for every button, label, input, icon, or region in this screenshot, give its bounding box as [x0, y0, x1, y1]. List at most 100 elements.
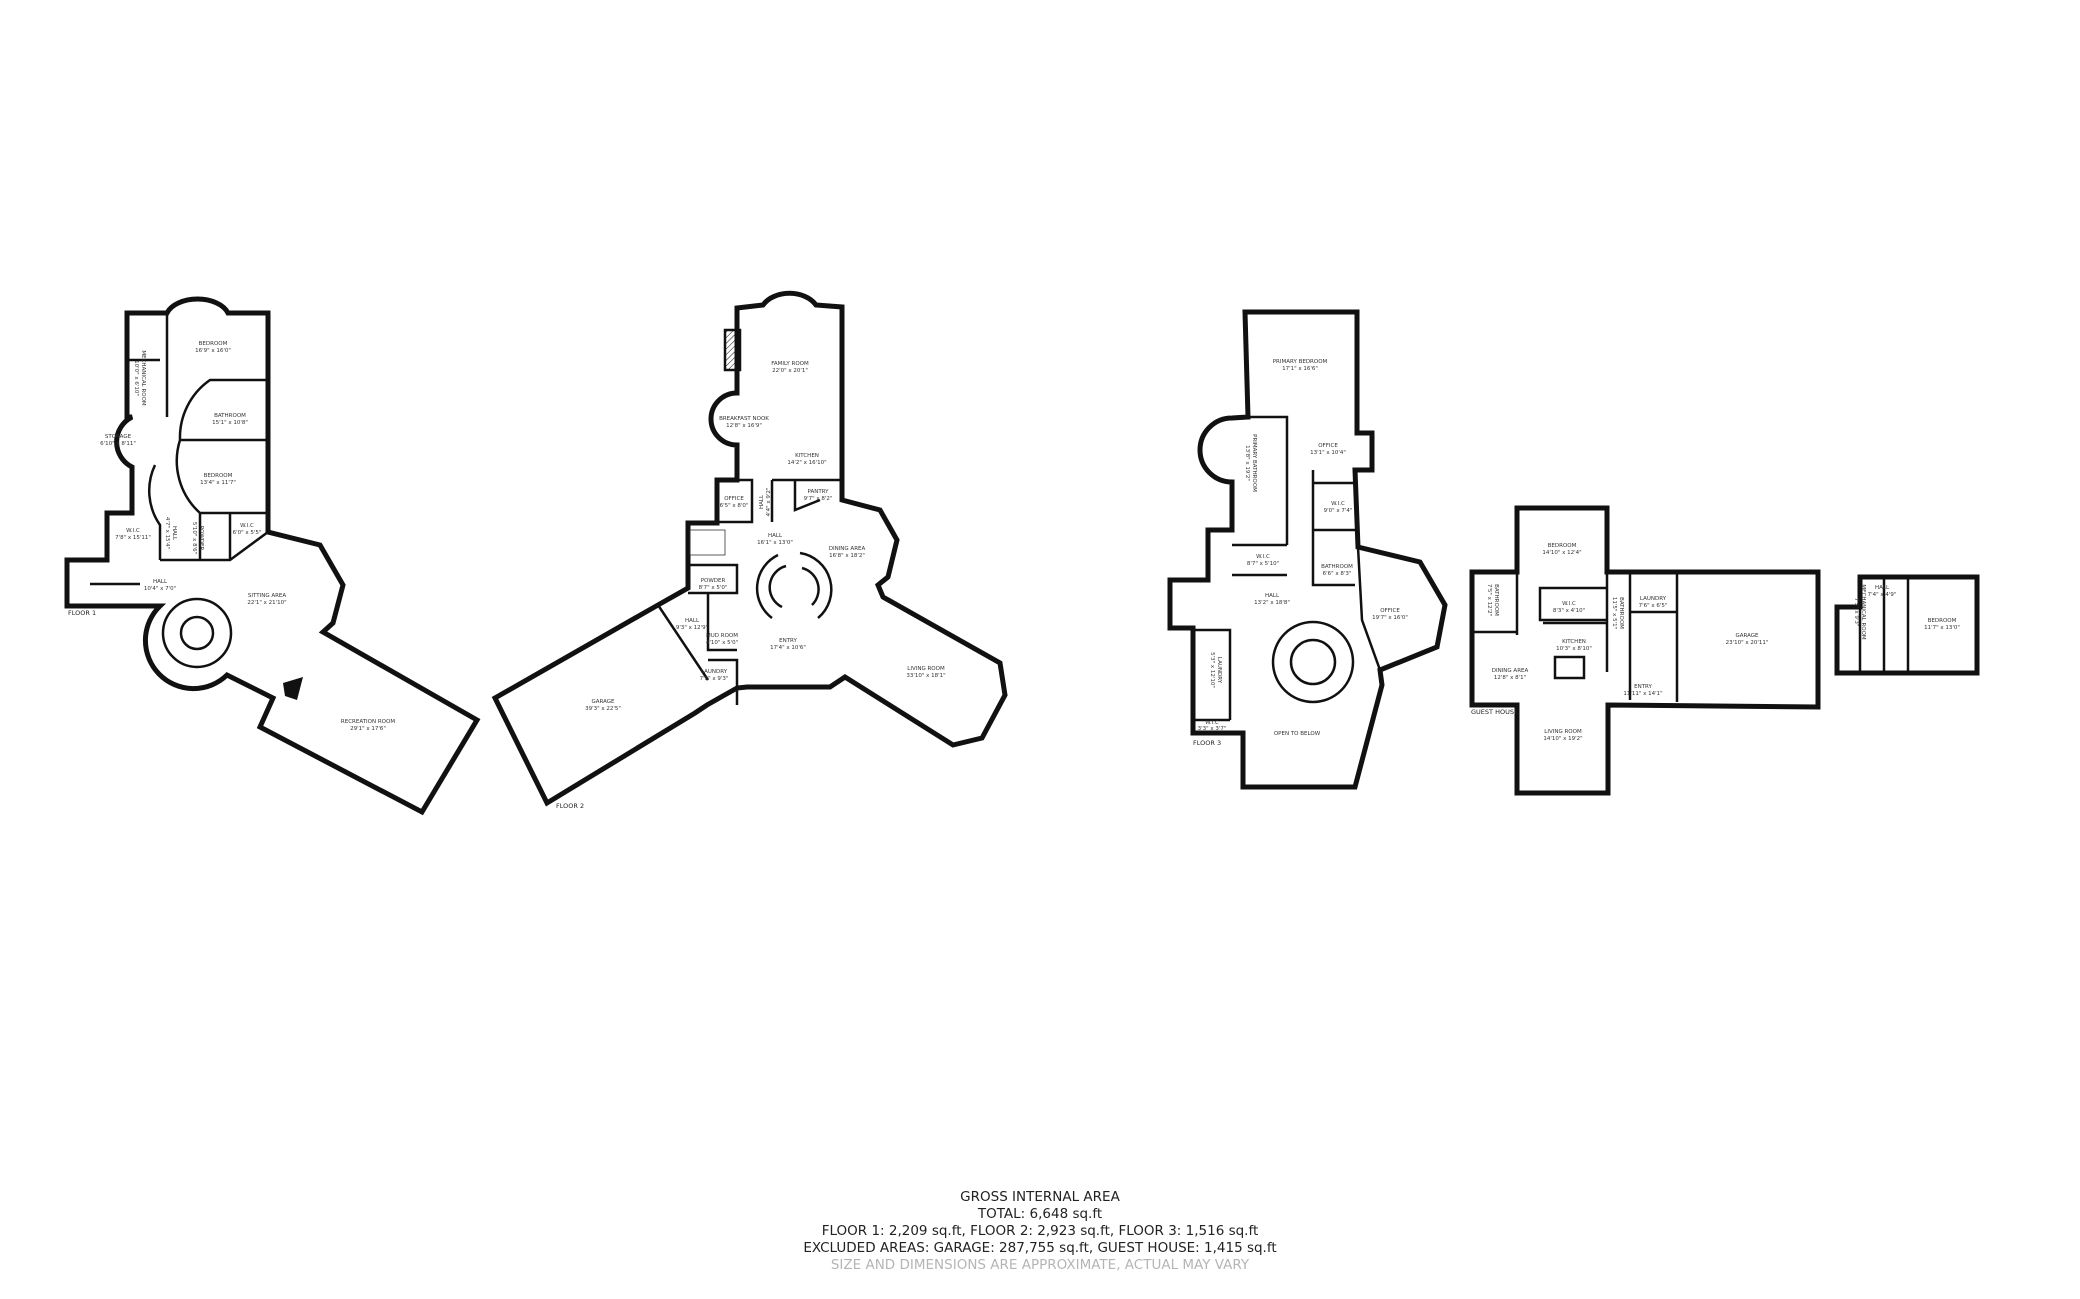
- room-dims: 6'6" x 8'3": [1323, 571, 1352, 577]
- room-name: W.I.C: [1562, 601, 1576, 607]
- room-name: ENTRY: [1634, 684, 1652, 690]
- room-dims: 7'4" x 4'9": [1868, 592, 1897, 598]
- room-dims: 6'5" x 8'0": [720, 503, 749, 509]
- room-name: BEDROOM: [1928, 618, 1957, 624]
- room-dims: 39'3" x 22'5": [585, 706, 621, 712]
- room-dims: 13'1" x 10'4": [1310, 450, 1346, 456]
- summary-total: TOTAL: 6,648 sq.ft: [977, 1206, 1103, 1222]
- floor-2-label: FLOOR 2: [556, 802, 584, 810]
- room-dims: 7'5" x 9'3": [1853, 598, 1859, 627]
- summary-disclaimer: SIZE AND DIMENSIONS ARE APPROXIMATE, ACT…: [830, 1257, 1250, 1273]
- room-name: OFFICE: [1380, 608, 1400, 614]
- room-dims: 14'10" x 19'2": [1543, 736, 1582, 742]
- room-dims: 8'3" x 4'10": [1553, 608, 1585, 614]
- room-name: LIVING ROOM: [907, 666, 945, 672]
- room-dims: 14'10" x 12'4": [1542, 550, 1581, 556]
- room-dims: 29'1" x 17'6": [350, 726, 386, 732]
- room-dims: 10'4" x 7'0": [144, 586, 176, 592]
- room-name: HALL: [759, 494, 765, 509]
- room-dims: 10'3" x 8'10": [1556, 646, 1592, 652]
- floor-2-fireplace: [723, 328, 742, 372]
- room-name: PRIMARY BATHROOM: [1251, 434, 1257, 492]
- room-dims: 16'1" x 13'0": [757, 540, 793, 546]
- guest-annex-interior-walls: [1858, 577, 1910, 673]
- room-name: PRIMARY BEDROOM: [1273, 359, 1328, 365]
- room-dims: 10'0" x 6'10": [133, 360, 139, 396]
- room-name: FAMILY ROOM: [771, 361, 809, 367]
- floor-1-label: FLOOR 1: [68, 609, 96, 617]
- guest-house-label: GUEST HOUSE: [1471, 708, 1518, 716]
- room-name: HALL: [1875, 585, 1890, 591]
- room-dims: 19'7" x 16'0": [1372, 615, 1408, 621]
- room-dims: 4'10" x 5'0": [706, 640, 738, 646]
- room-name: HALL: [153, 579, 168, 585]
- room-dims: 12'8" x 16'9": [726, 423, 762, 429]
- room-dims: 7'8" x 15'11": [115, 535, 151, 541]
- room-dims: 11'7" x 13'0": [1924, 625, 1960, 631]
- floor-2-stair-right: [799, 551, 833, 619]
- room-name: PANTRY: [807, 489, 829, 495]
- floor-2-stair-left: [755, 553, 787, 620]
- room-name: W.I.C: [1205, 720, 1219, 726]
- room-name: OFFICE: [724, 496, 744, 502]
- room-name: HALL: [1265, 593, 1280, 599]
- room-dims: 16'8" x 18'2": [829, 553, 865, 559]
- room-dims: 11'5" x 5'1": [1611, 597, 1617, 629]
- room-name: HALL: [768, 533, 783, 539]
- room-name: GARAGE: [1735, 633, 1759, 639]
- room-dims: 23'10" x 20'11": [1726, 640, 1769, 646]
- room-dims: 22'1" x 21'10": [247, 600, 286, 606]
- floor-2-interior-walls: [656, 478, 842, 705]
- room-dims: 33'10" x 18'1": [906, 673, 945, 679]
- room-name: W.I.C: [1256, 554, 1270, 560]
- room-dims: 17'4" x 10'6": [770, 645, 806, 651]
- room-dims: 16'9" x 16'0": [195, 348, 231, 354]
- room-dims: 7'6" x 6'5": [1639, 603, 1668, 609]
- room-dims: 6'10" x 8'11": [100, 441, 136, 447]
- room-name: OPEN TO BELOW: [1274, 731, 1321, 737]
- room-name: POWDER: [198, 526, 204, 551]
- room-name: HALL: [685, 618, 700, 624]
- room-name: DINING AREA: [1492, 668, 1529, 674]
- room-dims: 15'1" x 10'8": [212, 420, 248, 426]
- room-dims: 22'0" x 20'1": [772, 368, 808, 374]
- room-name: KITCHEN: [795, 453, 819, 459]
- room-name: GARAGE: [591, 699, 615, 705]
- floor-2-straight-stair: [689, 529, 726, 556]
- room-name: OFFICE: [1318, 443, 1338, 449]
- guest-house-plan: GUEST HOUSE BEDROOM 14'10" x 12'4" BATHRO…: [1469, 505, 1980, 796]
- floor-2-walls: [491, 290, 1008, 807]
- room-name: BATHROOM: [1493, 584, 1499, 616]
- room-dims: 8'7" x 5'0": [699, 585, 728, 591]
- room-name: MUD ROOM: [706, 633, 738, 639]
- floor-1-stair-core: [179, 615, 215, 651]
- room-name: STORAGE: [105, 434, 132, 440]
- floor-1-spiral-stair: [161, 597, 233, 669]
- room-name: BATHROOM: [1321, 564, 1353, 570]
- floor-1-fireplace: [283, 677, 303, 700]
- room-dims: 9'7" x 8'2": [804, 496, 833, 502]
- room-dims: 8'7" x 5'10": [1247, 561, 1279, 567]
- room-dims: 3'3" x 3'7": [1198, 726, 1227, 732]
- room-name: LIVING ROOM: [1544, 729, 1582, 735]
- guest-house-walls: [1469, 505, 1821, 796]
- room-name: MECHANICAL ROOM: [140, 350, 146, 406]
- room-name: HALL: [171, 526, 177, 541]
- room-name: SITTING AREA: [248, 593, 287, 599]
- room-dims: 9'0" x 7'4": [1324, 508, 1353, 514]
- room-dims: 4'7" x 15'4": [164, 517, 170, 549]
- floor-3-stair-core: [1289, 638, 1337, 686]
- summary-excluded: EXCLUDED AREAS: GARAGE: 287,755 sq.ft, G…: [803, 1240, 1277, 1256]
- room-name: KITCHEN: [1562, 639, 1586, 645]
- room-name: LAUNDRY: [1640, 596, 1667, 602]
- room-name: W.I.C: [1331, 501, 1345, 507]
- room-dims: 12'8" x 8'1": [1494, 675, 1526, 681]
- room-dims: 7'5" x 12'2": [1486, 584, 1492, 616]
- room-name: W.I.C: [240, 523, 254, 529]
